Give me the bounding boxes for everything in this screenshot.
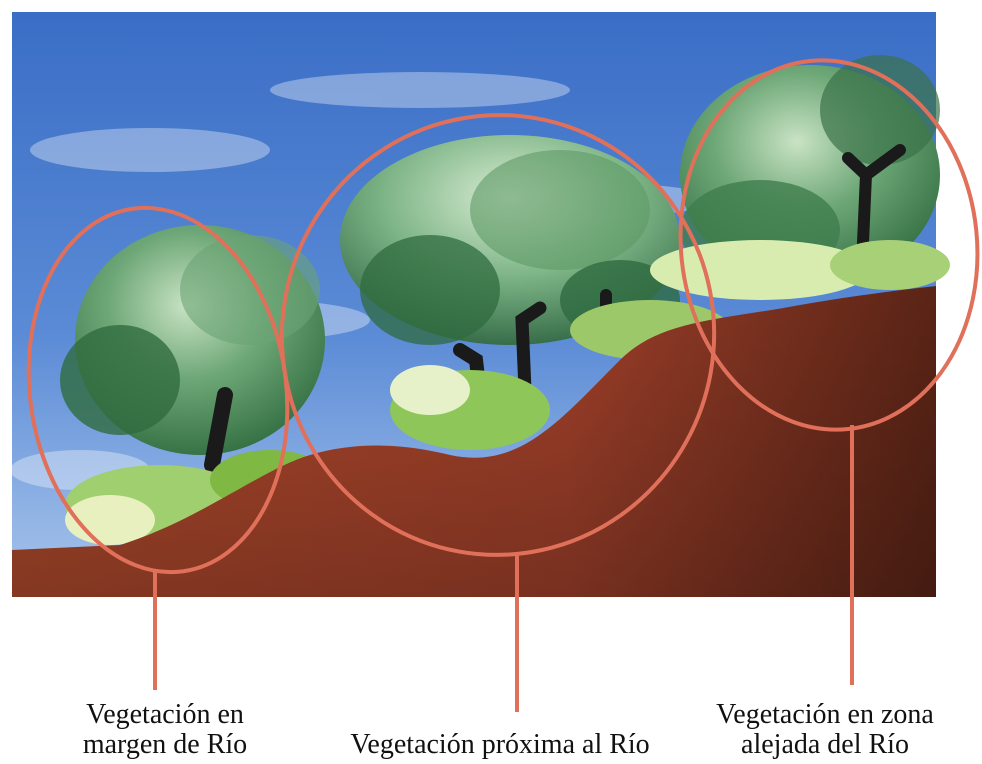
label-proxima-vegetation: Vegetación próxima al Río bbox=[300, 730, 700, 760]
tree-far bbox=[680, 55, 940, 285]
label-proxima-line1: Vegetación próxima al Río bbox=[350, 729, 650, 760]
annotations bbox=[26, 58, 980, 712]
label-alejada-line2: alejada del Río bbox=[741, 729, 909, 760]
label-alejada-line1: Vegetación en zona bbox=[716, 699, 934, 730]
label-margin-line1: Vegetación en bbox=[86, 699, 244, 730]
proxima-zone-circle bbox=[279, 113, 717, 557]
label-margin-vegetation: Vegetación en margen de Río bbox=[50, 700, 280, 760]
painting-panel bbox=[10, 12, 950, 597]
tree-margin bbox=[60, 225, 325, 473]
alejada-zone-circle bbox=[678, 58, 980, 432]
label-alejada-vegetation: Vegetación en zona alejada del Río bbox=[680, 700, 970, 760]
label-margin-line2: margen de Río bbox=[82, 729, 248, 760]
